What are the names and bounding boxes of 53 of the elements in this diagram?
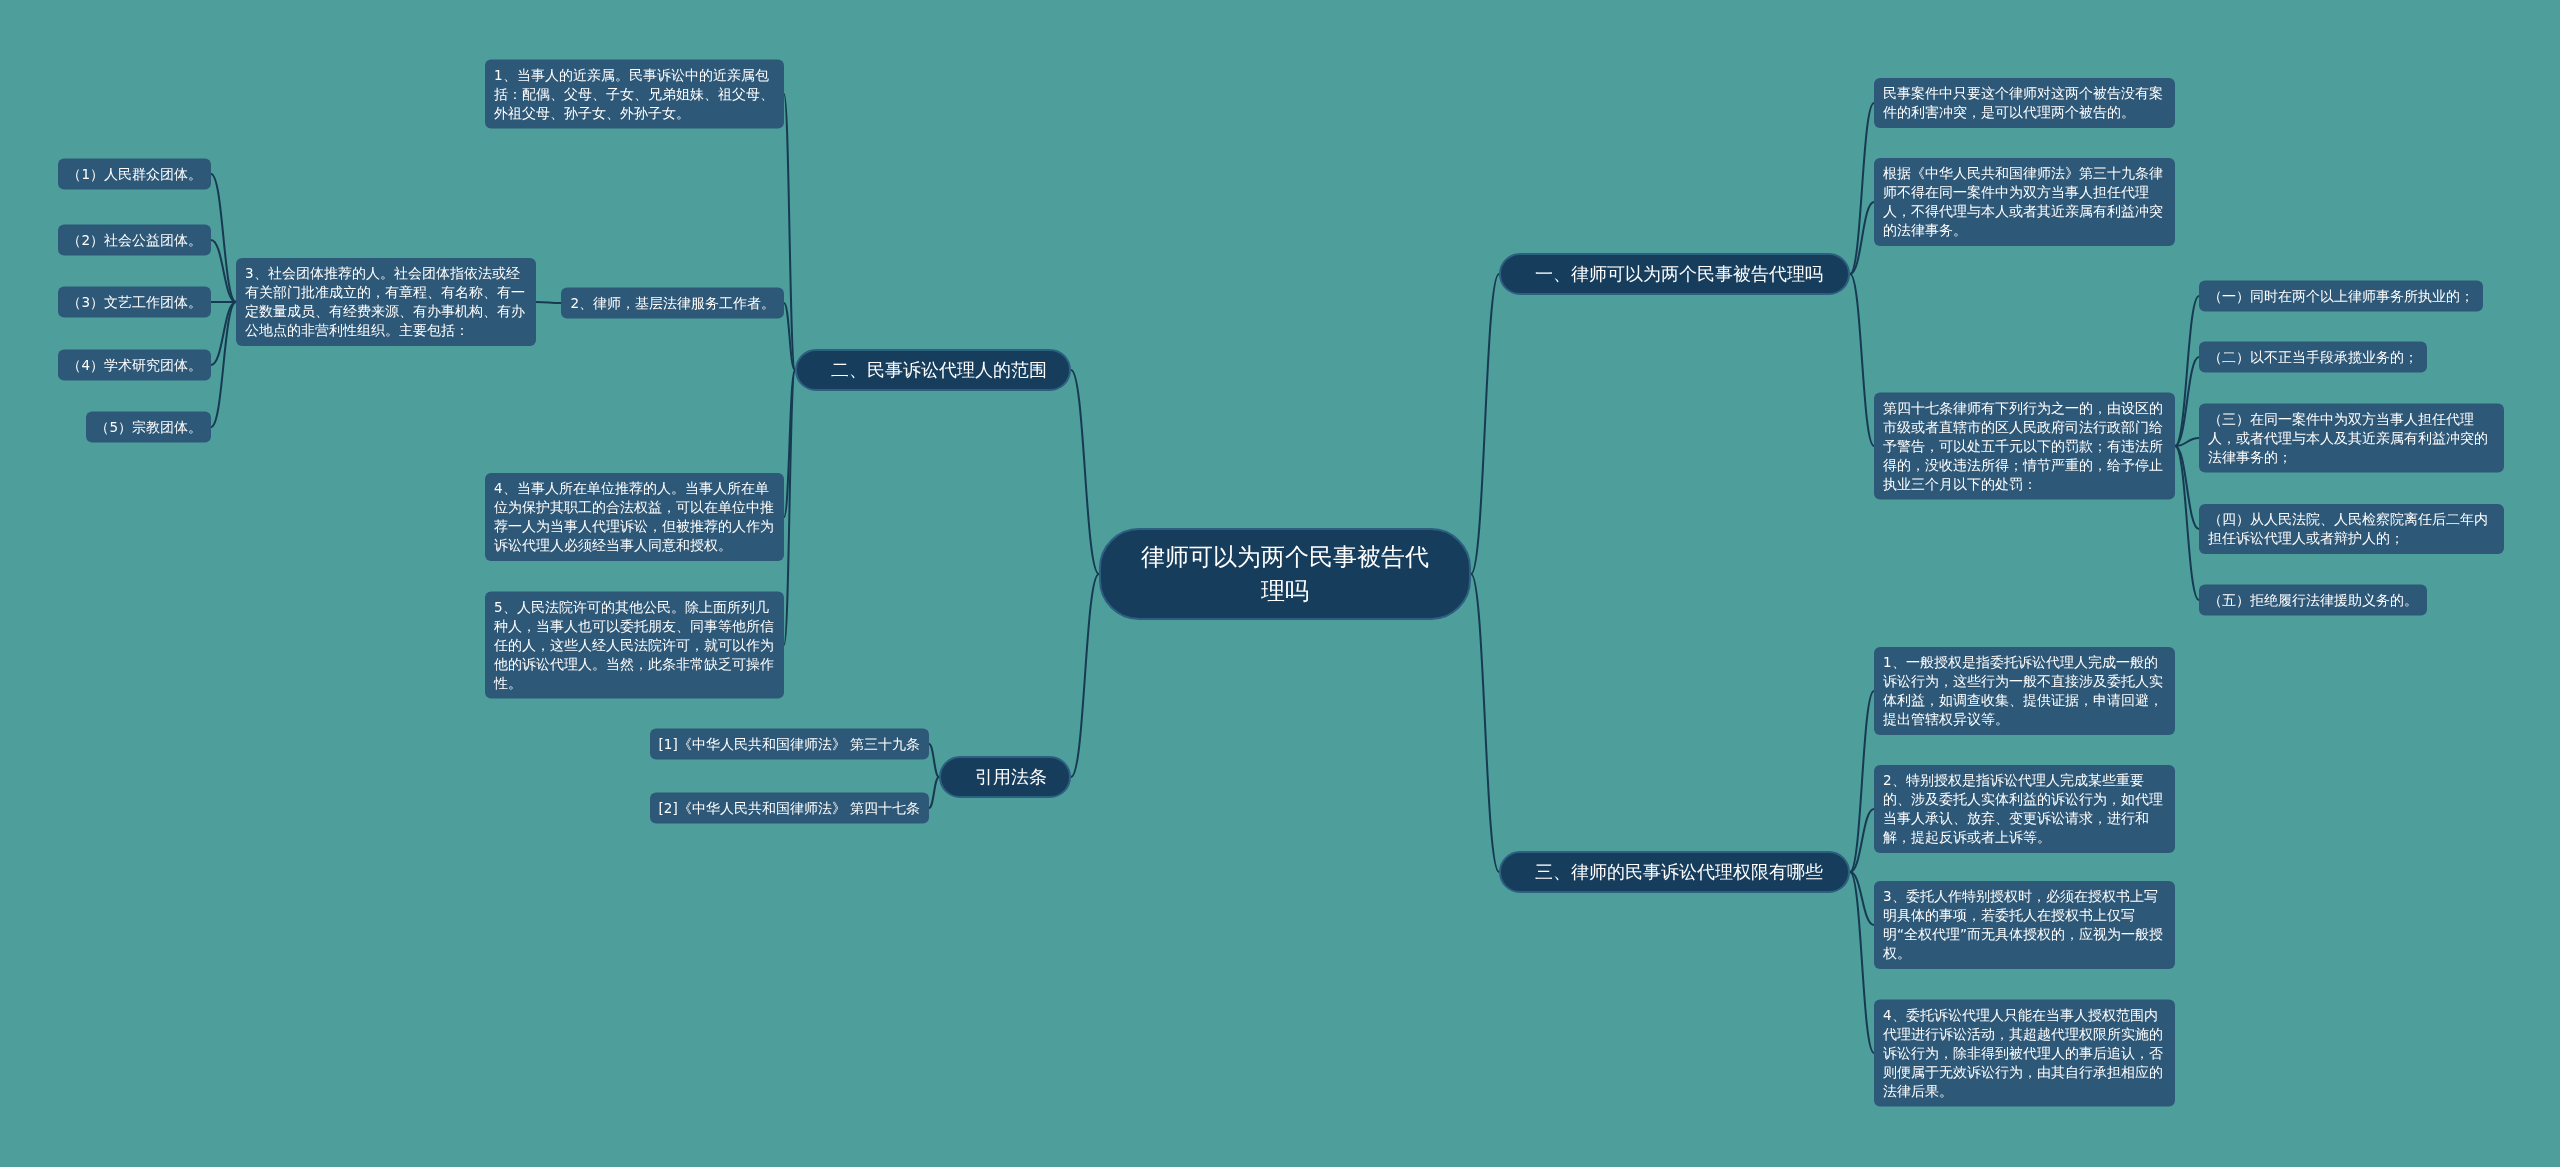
connector-line	[783, 369, 796, 646]
branch-topic: 二、民事诉讼代理人的范围	[795, 349, 1071, 391]
topic-box: 4、当事人所在单位推荐的人。当事人所在单位为保护其职工的合法权益，可以在单位中推荐一人为当事人代理诉讼，但被推荐的人作为诉讼代理人必须经当事人同意和授权。	[485, 473, 784, 561]
topic-box: （四）从人民法院、人民检察院离任后二年内担任诉讼代理人或者辩护人的；	[2199, 504, 2504, 554]
connector-line	[210, 301, 237, 428]
branch-topic: 一、律师可以为两个民事被告代理吗	[1499, 253, 1850, 295]
topic-box: 1、一般授权是指委托诉讼代理人完成一般的诉讼行为，这些行为一般不直接涉及委托人实体利益，如调查收集、提供证据，申请回避，提出管辖权异议等。	[1874, 647, 2175, 735]
connector-line	[1849, 273, 1875, 447]
topic-box: 3、委托人作特别授权时，必须在授权书上写明具体的事项，若委托人在授权书上仅写明“全权代理”而无具体授权的，应视为一般授权。	[1874, 881, 2175, 969]
branch-topic: 引用法条	[939, 756, 1071, 798]
connector-line	[210, 173, 237, 303]
connector-line	[2174, 445, 2200, 601]
connector-line	[783, 369, 796, 518]
topic-box: 3、社会团体推荐的人。社会团体指依法或经有关部门批准成立的，有章程、有名称、有一定数量成员、有经费来源、有办事机构、有办公地点的非营利性组织。主要包括：	[236, 258, 536, 346]
topic-box: [1]《中华人民共和国律师法》 第三十九条	[649, 728, 929, 760]
connector-line	[2174, 356, 2200, 447]
topic-box: （一）同时在两个以上律师事务所执业的；	[2199, 280, 2483, 312]
connector-line	[1849, 871, 1875, 1054]
connector-line	[210, 301, 237, 366]
connector-line	[1849, 871, 1875, 926]
connector-line	[1849, 808, 1875, 873]
connector-line	[1849, 690, 1875, 873]
connector-line	[535, 301, 563, 304]
connector-line	[1470, 273, 1500, 575]
connector-line	[928, 743, 940, 778]
topic-box: 第四十七条律师有下列行为之一的，由设区的市级或者直辖市的区人民政府司法行政部门给予警告，可以处五千元以下的罚款；有违法所得的，没收违法所得；情节严重的，给予停止执业三个月以下的处罚：	[1874, 392, 2175, 500]
connector-line	[2174, 437, 2200, 447]
connector-line	[2174, 445, 2200, 530]
topic-box: （5）宗教团体。	[86, 411, 211, 443]
topic-box: 4、委托诉讼代理人只能在当事人授权范围内代理进行诉讼活动，其超越代理权限所实施的诉讼行为，除非得到被代理人的事后追认，否则便属于无效诉讼行为，由其自行承担相应的法律后果。	[1874, 999, 2175, 1107]
connector-line	[1849, 201, 1875, 275]
topic-box: （2）社会公益团体。	[58, 224, 211, 256]
connector-line	[1470, 573, 1500, 873]
topic-box: （三）在同一案件中为双方当事人担任代理人，或者代理与本人及其近亲属有利益冲突的法律事务的；	[2199, 403, 2504, 473]
topic-box: （4）学术研究团体。	[58, 349, 211, 381]
topic-box: 根据《中华人民共和国律师法》第三十九条律师不得在同一案件中为双方当事人担任代理人，不得代理与本人或者其近亲属有利益冲突的法律事务。	[1874, 158, 2175, 246]
topic-box: （五）拒绝履行法律援助义务的。	[2199, 584, 2427, 616]
topic-box: 2、特别授权是指诉讼代理人完成某些重要的、涉及委托人实体利益的诉讼行为，如代理当事人承认、放弃、变更诉讼请求，进行和解，提起反诉或者上诉等。	[1874, 765, 2175, 853]
topic-box: （1）人民群众团体。	[58, 158, 211, 190]
topic-box: （3）文艺工作团体。	[58, 286, 211, 318]
connector-line	[928, 776, 940, 809]
connector-line	[1849, 102, 1875, 275]
topic-box: 5、人民法院许可的其他公民。除上面所列几种人，当事人也可以委托朋友、同事等他所信任的人，这些人经人民法院许可，就可以作为他的诉讼代理人。当然，此条非常缺乏可操作性。	[485, 591, 784, 699]
connector-line	[783, 302, 796, 371]
central-topic: 律师可以为两个民事被告代理吗	[1099, 528, 1471, 620]
topic-box: 1、当事人的近亲属。民事诉讼中的近亲属包括：配偶、父母、子女、兄弟姐妹、祖父母、外祖父母、孙子女、外孙子女。	[485, 59, 784, 129]
connector-line	[1070, 369, 1100, 575]
branch-topic: 三、律师的民事诉讼代理权限有哪些	[1499, 851, 1850, 893]
topic-box: [2]《中华人民共和国律师法》 第四十七条	[649, 792, 929, 824]
connector-line	[1070, 573, 1100, 778]
topic-box: 民事案件中只要这个律师对这两个被告没有案件的利害冲突，是可以代理两个被告的。	[1874, 78, 2175, 128]
topic-box: 2、律师，基层法律服务工作者。	[561, 287, 784, 319]
topic-box: （二）以不正当手段承揽业务的；	[2199, 341, 2427, 373]
